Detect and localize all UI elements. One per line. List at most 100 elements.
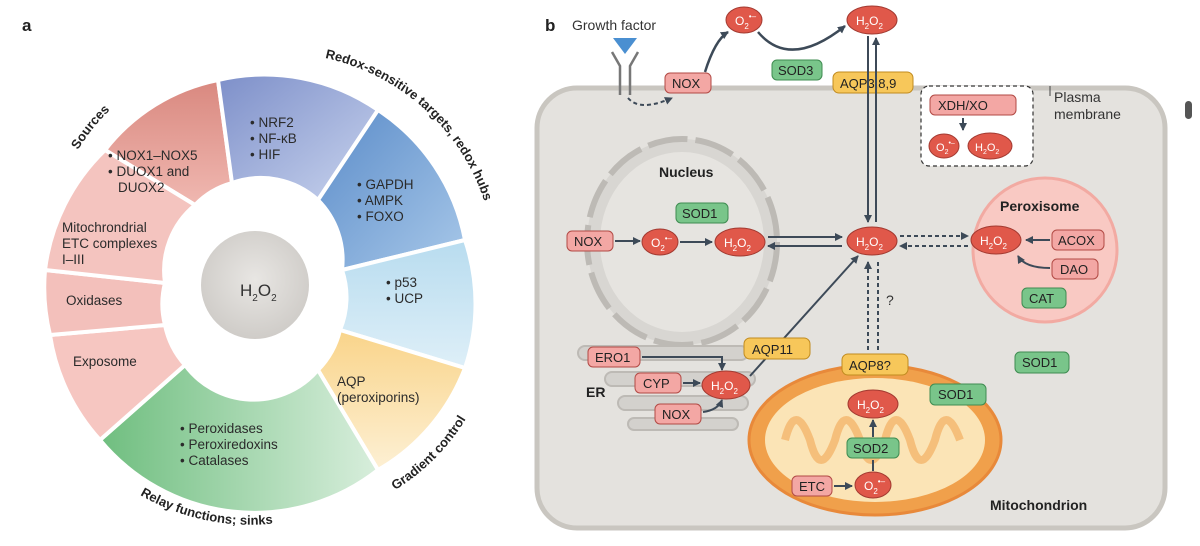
cyp-box: [634, 372, 682, 394]
acox-label: ACOX: [1058, 233, 1095, 248]
sod2-box: [846, 437, 900, 459]
mito-etc-line-1: Mitochrondrial: [62, 220, 147, 235]
peroxisome: [971, 176, 1119, 324]
etc-box: [791, 475, 833, 497]
xdh-h2o2-label: H2O2: [975, 142, 999, 156]
cat-label: CAT: [1029, 291, 1054, 306]
er-h2o2-label: H2O2: [711, 379, 738, 396]
dao-label: DAO: [1060, 262, 1088, 277]
acox-box: [1051, 229, 1105, 251]
er-nox-label: NOX: [662, 407, 691, 422]
ero1-label: ERO1: [595, 350, 630, 365]
hubs-top-item-1: • NRF2: [250, 115, 294, 130]
receptor-icon: [610, 51, 640, 95]
mito-sod1-box: [929, 383, 987, 406]
plasma-membrane-line-2: membrane: [1054, 106, 1121, 122]
hubs-top-item-2: • NF-κB: [250, 131, 297, 146]
extracellular-h2o2-node: [846, 5, 898, 35]
growth-factor-icon: [613, 38, 637, 54]
aqp8-label: AQP8?: [849, 358, 891, 373]
center-h2o2-label: H2O2: [240, 281, 277, 304]
er-h2o2-node: [701, 370, 751, 400]
mito-cytosol-dashed-arrows: [864, 261, 879, 350]
xdh-h2o2-node: [967, 132, 1013, 160]
aqp8-box: [841, 353, 909, 376]
hubs-top-item-3: • HIF: [250, 147, 280, 162]
er-nox-arrow: [702, 399, 724, 413]
hubs-mid-item-3: • FOXO: [357, 209, 404, 224]
dao-arrow: [1017, 255, 1051, 269]
aqp-line-1: AQP: [337, 374, 366, 389]
extracellular-o2-node: [725, 6, 763, 34]
relay-item-3: • Catalases: [180, 453, 249, 468]
aqp11-label: AQP11: [752, 342, 793, 357]
nucleus-cytosol-exchange-arrows: [767, 233, 843, 250]
nucleus-nox-box: [566, 230, 614, 252]
peroxisome-h2o2-label: H2O2: [980, 234, 1007, 251]
panel-a-letter: a: [22, 16, 32, 35]
er-nox-box: [654, 403, 702, 425]
hubs-mid-item-1: • GAPDH: [357, 177, 414, 192]
membrane-nox-box: [664, 72, 712, 94]
mito-h2o2-node: [847, 389, 899, 419]
cytosol-sod1-label: SOD1: [1022, 355, 1057, 370]
aqp-channel-arrows: [864, 36, 880, 223]
mito-etc-line-3: I–III: [62, 252, 85, 267]
cat-box: [1021, 287, 1067, 309]
segment-mito-etc: [42, 147, 199, 286]
growth-factor-label: Growth factor: [572, 17, 656, 33]
aqp-line-2: (peroxiporins): [337, 390, 420, 405]
peroxisome-label: Peroxisome: [1000, 198, 1080, 214]
exposome-label: Exposome: [73, 354, 137, 369]
nucleus-h2o2-node: [714, 227, 766, 257]
mito-sod1-label: SOD1: [938, 387, 973, 402]
peroxisome-exchange-arrows: [899, 232, 969, 250]
xdh-xo-label: XDH/XO: [938, 98, 988, 113]
segment-aqp: [315, 327, 468, 473]
mito-o2-node: [854, 471, 892, 499]
plasma-membrane-line-1: Plasma: [1054, 89, 1101, 105]
xdh-xo-box: [929, 94, 1017, 116]
nucleus-label: Nucleus: [659, 164, 714, 180]
nox-to-o2-arrow: [703, 30, 729, 73]
nucleus-o2-node: [641, 228, 679, 256]
oxidases-label: Oxidases: [66, 293, 123, 308]
dao-box: [1051, 258, 1099, 280]
xdh-o2-node: [928, 133, 960, 159]
hubs-low-item-2: • UCP: [386, 291, 423, 306]
ero1-box: [587, 346, 641, 368]
segment-relay: [97, 362, 381, 515]
receptor-to-nox-arrow: [627, 97, 673, 106]
cytosol-sod1-box: [1014, 351, 1070, 374]
cytosol-h2o2-node: [846, 226, 898, 256]
sod2-label: SOD2: [853, 441, 888, 456]
page-scrollbar[interactable]: [1185, 101, 1192, 119]
mitochondrion-label: Mitochondrion: [990, 497, 1087, 513]
sources-item-3: DUOX2: [118, 180, 165, 195]
aqp389-box: [832, 71, 914, 94]
sod3-box: [771, 59, 823, 81]
mito-h2o2-label: H2O2: [857, 398, 884, 415]
segment-sources: [102, 77, 235, 208]
panel-b-letter: b: [545, 16, 555, 35]
hubs-mid-item-2: • AMPK: [357, 193, 403, 208]
nucleus-h2o2-label: H2O2: [724, 236, 751, 253]
relay-item-1: • Peroxidases: [180, 421, 263, 436]
etc-label: ETC: [799, 479, 825, 494]
nucleus-sod1-label: SOD1: [682, 206, 717, 221]
er-label: ER: [586, 384, 605, 400]
nucleus-nox-label: NOX: [574, 234, 603, 249]
extracellular-h2o2-label: H2O2: [856, 14, 883, 31]
relay-item-2: • Peroxiredoxins: [180, 437, 278, 452]
segment-exposome: [47, 322, 188, 443]
arc-label-sources: Sources: [68, 101, 112, 151]
cytosol-h2o2-label: H2O2: [856, 235, 883, 252]
sources-item-1: • NOX1–NOX5: [108, 148, 198, 163]
membrane-nox-label: NOX: [672, 76, 701, 91]
center-core: [201, 231, 309, 339]
sod3-label: SOD3: [778, 63, 813, 78]
hubs-low-item-1: • p53: [386, 275, 417, 290]
aqp11-box: [743, 337, 811, 360]
ero1-to-h2o2-arrow: [642, 356, 726, 371]
